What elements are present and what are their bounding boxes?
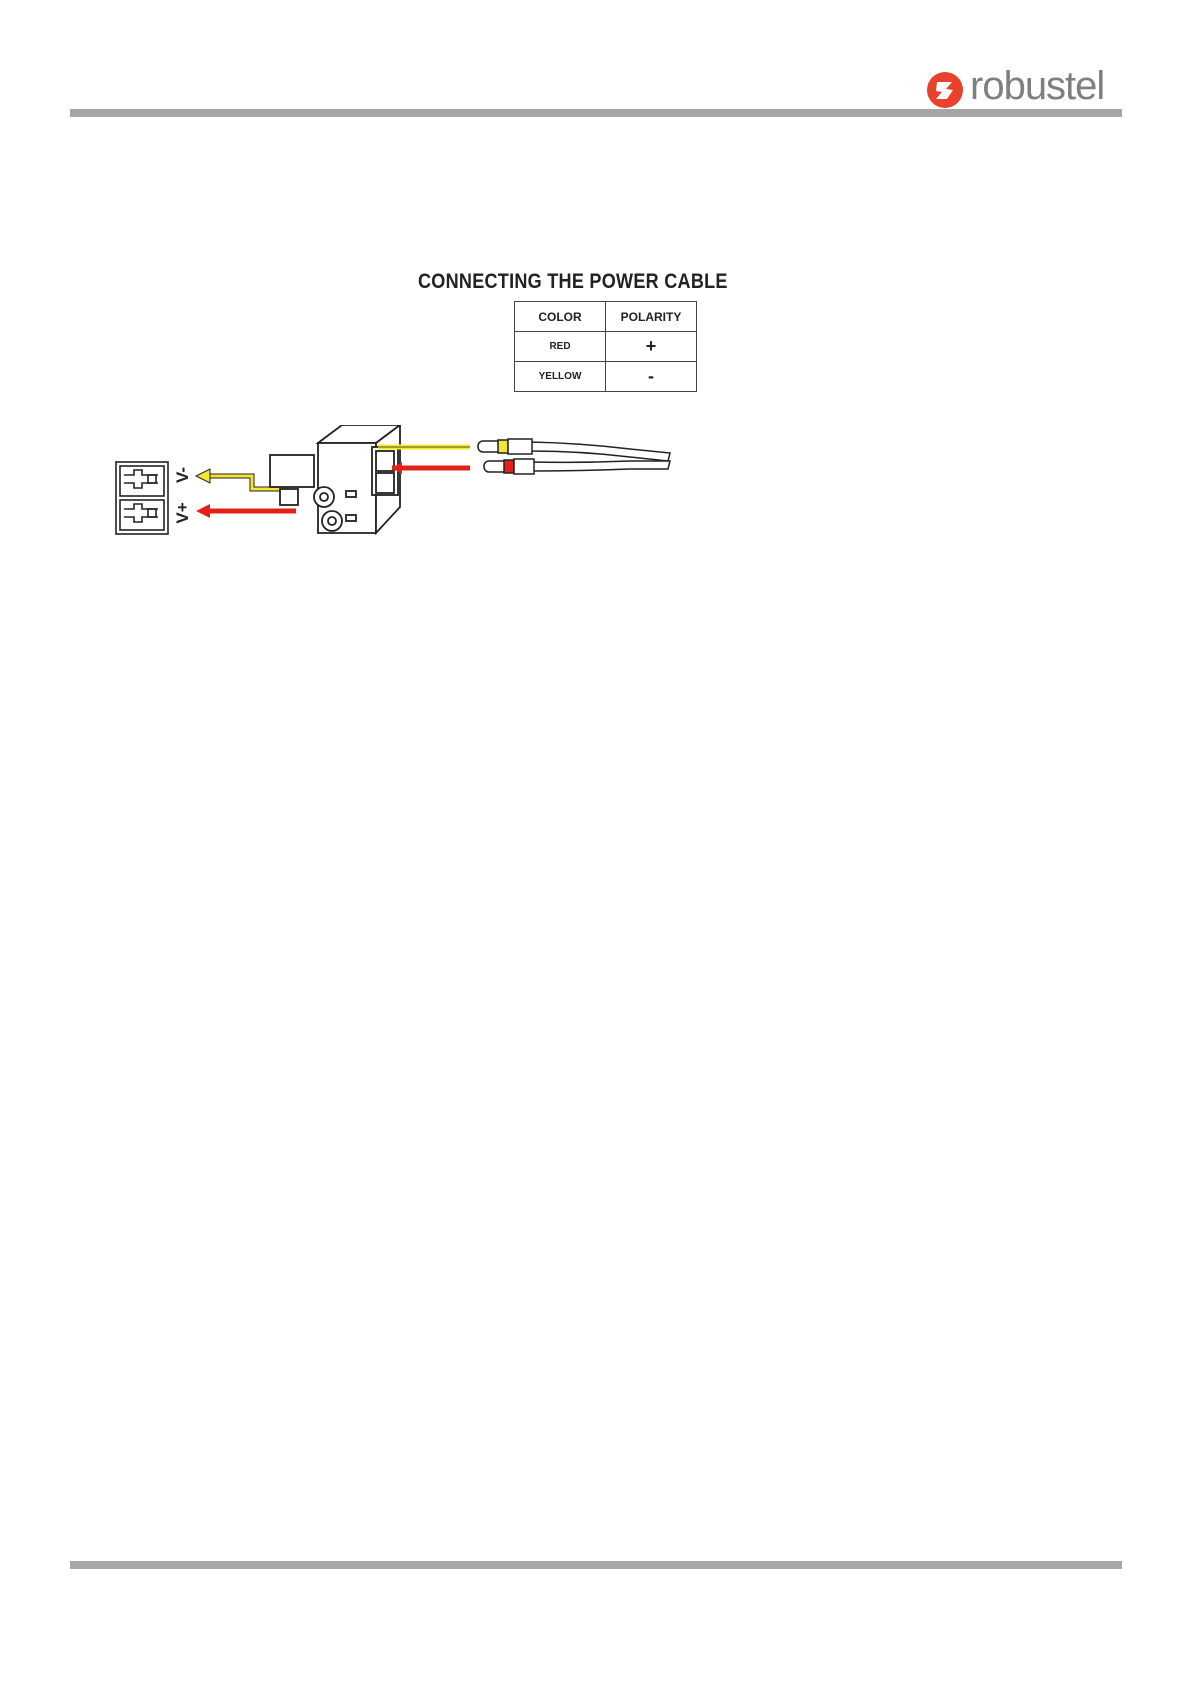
table-cell-color: YELLOW bbox=[515, 362, 606, 392]
terminal-label-negative: V- bbox=[173, 467, 192, 483]
terminal-label-positive: V+ bbox=[173, 502, 192, 523]
table-header-polarity: POLARITY bbox=[606, 302, 697, 332]
device-terminal-block bbox=[116, 462, 168, 534]
brand-name: robustel bbox=[970, 64, 1104, 109]
table-row: YELLOW - bbox=[515, 362, 697, 392]
red-arrow bbox=[196, 504, 296, 518]
robustel-logo-icon bbox=[926, 71, 964, 109]
table-cell-polarity: - bbox=[606, 362, 697, 392]
terminal-labels: V- V+ bbox=[173, 467, 192, 524]
table-cell-polarity: + bbox=[606, 332, 697, 362]
power-cable bbox=[478, 439, 670, 474]
table-header-color: COLOR bbox=[515, 302, 606, 332]
table-cell-color: RED bbox=[515, 332, 606, 362]
figure-title: CONNECTING THE POWER CABLE bbox=[418, 270, 728, 294]
table-row: RED + bbox=[515, 332, 697, 362]
power-wiring-diagram: V- V+ bbox=[110, 425, 680, 545]
table-header-row: COLOR POLARITY bbox=[515, 302, 697, 332]
footer-divider bbox=[70, 1561, 1122, 1569]
brand-logo: robustel bbox=[926, 68, 1126, 112]
polarity-table: COLOR POLARITY RED + YELLOW - bbox=[514, 301, 697, 392]
power-connector-plug bbox=[270, 425, 400, 533]
header-divider bbox=[70, 109, 1122, 117]
